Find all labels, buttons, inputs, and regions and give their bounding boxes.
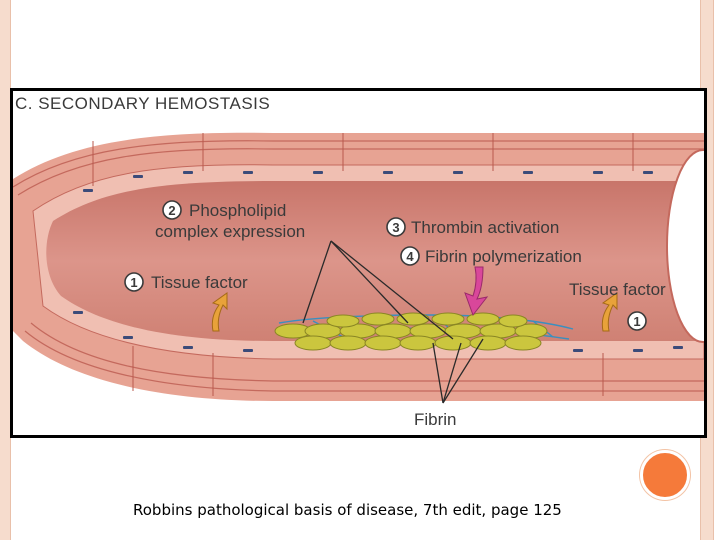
left-tissue-factor-label: Tissue factor bbox=[151, 273, 248, 292]
fibrin-label: Fibrin bbox=[414, 410, 457, 429]
step2-number: 2 bbox=[168, 203, 175, 218]
left-tissue-factor-number: 1 bbox=[130, 275, 137, 290]
right-tissue-factor-number: 1 bbox=[633, 314, 640, 329]
step4-label: Fibrin polymerization bbox=[425, 247, 582, 266]
step4-number: 4 bbox=[406, 249, 414, 264]
panel-title: C. SECONDARY HEMOSTASIS bbox=[15, 94, 270, 113]
vessel-illustration: C. SECONDARY HEMOSTASIS bbox=[13, 91, 704, 435]
step2-label-line2: complex expression bbox=[155, 222, 305, 241]
decorative-orange-circle bbox=[640, 450, 690, 500]
secondary-hemostasis-figure: C. SECONDARY HEMOSTASIS bbox=[10, 88, 707, 438]
source-caption: Robbins pathological basis of disease, 7… bbox=[133, 501, 653, 519]
right-tissue-factor-label: Tissue factor bbox=[569, 280, 666, 299]
step3-number: 3 bbox=[392, 220, 399, 235]
step2-label-line1: Phospholipid bbox=[189, 201, 286, 220]
step3-label: Thrombin activation bbox=[411, 218, 559, 237]
